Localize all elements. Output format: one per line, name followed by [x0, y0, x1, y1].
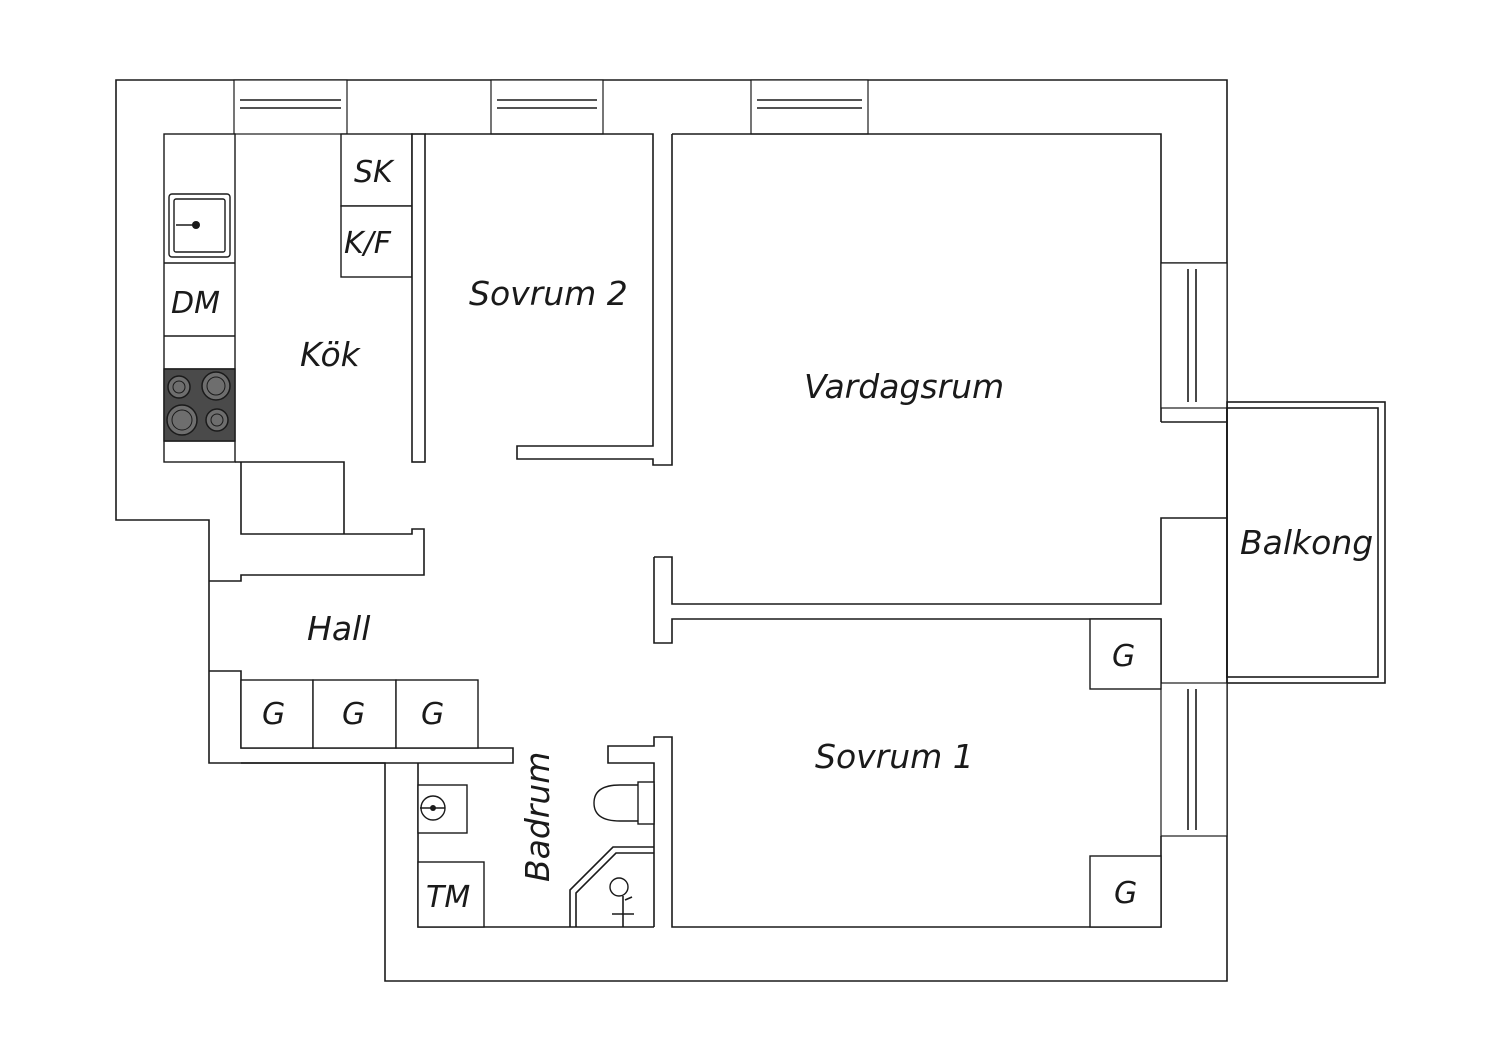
- wardrobe-label-hall-1: G: [262, 697, 285, 732]
- window-living-room-right: [1160, 262, 1228, 409]
- room-label-sovrum1: Sovrum 1: [815, 737, 974, 776]
- shower-icon: [569, 846, 654, 927]
- wardrobe-bedroom1-bottom: [1089, 855, 1162, 928]
- wardrobe-hall-2: [312, 679, 397, 749]
- fixture-label-sk: SK: [354, 155, 395, 190]
- wardrobe-label-bedroom1-bottom: G: [1114, 876, 1137, 911]
- room-label-kok: Kök: [300, 335, 362, 374]
- fixture-label-kf: K/F: [344, 226, 392, 261]
- toilet-icon: [593, 781, 655, 825]
- wall-kitchen-bedroom2: [411, 133, 426, 463]
- window-bedroom2: [490, 79, 604, 135]
- room-label-hall: Hall: [307, 609, 370, 648]
- kitchen-sink-icon: [168, 193, 231, 258]
- window-living-room: [750, 79, 869, 135]
- window-bedroom1-right: [1160, 682, 1228, 837]
- wardrobe-hall-3: [395, 679, 479, 749]
- wardrobe-label-hall-2: G: [342, 697, 365, 732]
- wall-living-room: [672, 133, 1227, 423]
- fixture-kf-box: [340, 205, 413, 278]
- wardrobe-hall-1: [240, 679, 314, 749]
- room-label-vardagsrum: Vardagsrum: [804, 367, 1004, 406]
- wall-bedroom2: [425, 133, 673, 466]
- wardrobe-bedroom1-top: [1089, 618, 1162, 690]
- wardrobe-label-bedroom1-top: G: [1112, 639, 1135, 674]
- window-kitchen: [233, 79, 348, 135]
- fixture-label-tm: TM: [426, 880, 470, 915]
- fixture-label-dm: DM: [171, 286, 220, 321]
- washbasin-icon: [417, 784, 468, 834]
- wall-hall-kitchen: [209, 461, 425, 582]
- wardrobe-label-hall-3: G: [421, 697, 444, 732]
- room-label-balkong: Balkong: [1240, 523, 1373, 562]
- fixture-tm-box: [417, 861, 485, 928]
- room-label-sovrum2: Sovrum 2: [469, 274, 628, 313]
- stove-icon: [163, 368, 236, 442]
- wall-bedroom1: [607, 736, 1162, 928]
- room-label-badrum: Badrum: [518, 752, 557, 882]
